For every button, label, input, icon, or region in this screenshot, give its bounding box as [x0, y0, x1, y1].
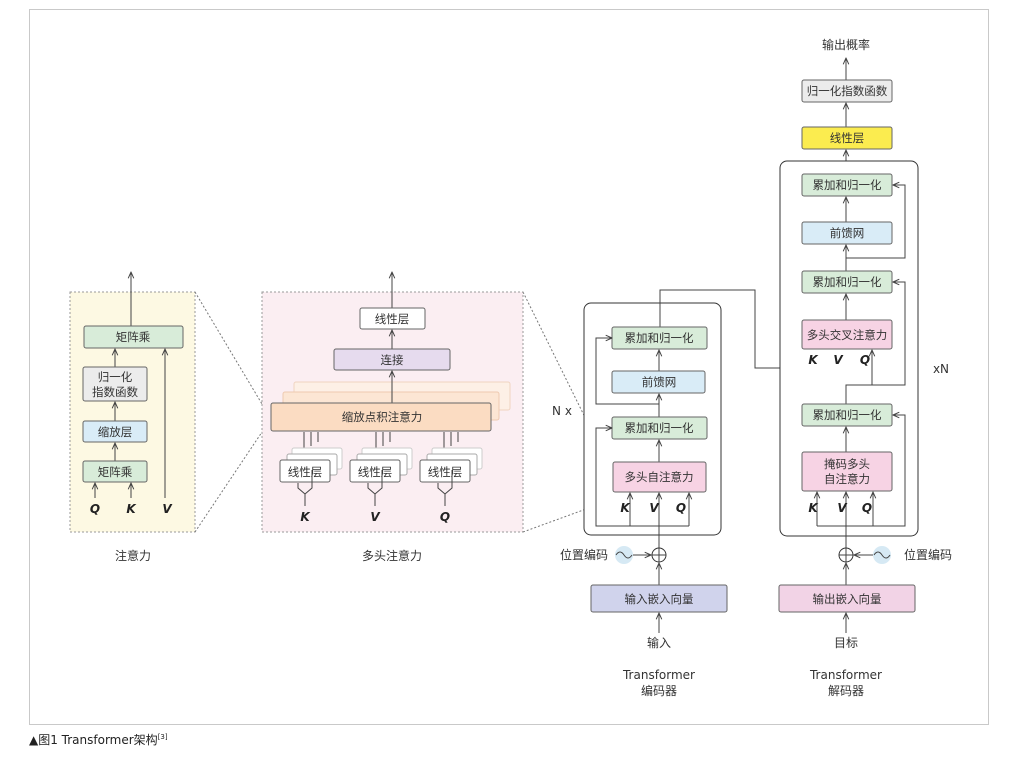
- encoder-ffn-box: [611, 370, 706, 394]
- attention-panel: 矩阵乘 归一化 指数函数 缩放层 矩阵乘 Q K V 注意力: [69, 272, 196, 563]
- decoder-linear-box: [801, 126, 893, 150]
- decoder-masked-label-2: 自注意力: [824, 472, 870, 486]
- attention-scale-label: 缩放层: [98, 425, 133, 439]
- encoder-input-embedding-box: [590, 584, 728, 613]
- attention-softmax-box: [82, 366, 148, 402]
- encoder-input-label: 输入: [647, 635, 671, 650]
- encoder-addnorm-bottom-label: 累加和归一化: [625, 421, 694, 435]
- multihead-scaled-dot-box: [270, 402, 492, 432]
- decoder-output-embedding-label: 输出嵌入向量: [813, 592, 882, 606]
- attention-scale-box: [82, 420, 148, 443]
- decoder-output-prob-label: 输出概率: [822, 37, 870, 52]
- decoder-ffn-box: [801, 221, 893, 245]
- multihead-linear-v-label: 线性层: [358, 465, 393, 479]
- encoder-nx-label: N x: [552, 404, 572, 418]
- attention-title: 注意力: [115, 548, 151, 563]
- decoder-output-embedding-box: [778, 584, 916, 613]
- multihead-panel: 线性层 连接 缩放点积注意力 线性层 线性层 线性层: [261, 272, 524, 563]
- attention-matmul-bottom-box: [82, 460, 148, 483]
- decoder-cross-attention-box: [801, 319, 893, 350]
- multihead-v-label: V: [370, 510, 381, 524]
- encoder-pos-encoding-label: 位置编码: [560, 547, 608, 562]
- decoder-addnorm-mid-box: [801, 270, 893, 294]
- decoder-v2-label: V: [837, 501, 848, 515]
- figure-caption-text: ▲图1 Transformer架构: [29, 733, 158, 747]
- multihead-linear-v-box: [349, 459, 401, 483]
- decoder-name-line2: 解码器: [828, 684, 864, 698]
- decoder-addnorm-bottom-box: [801, 403, 893, 427]
- decoder-linear-label: 线性层: [830, 131, 865, 145]
- attention-k-label: K: [126, 502, 137, 516]
- attention-softmax-label-1: 归一化: [98, 370, 133, 384]
- multihead-linear-k-box: [279, 459, 331, 483]
- decoder-target-label: 目标: [834, 636, 858, 650]
- attention-matmul-bottom-label: 矩阵乘: [98, 465, 133, 479]
- encoder-name-line1: Transformer: [622, 668, 695, 682]
- multihead-title: 多头注意力: [362, 548, 422, 563]
- decoder-softmax-box: [801, 79, 893, 103]
- encoder-ffn-label: 前馈网: [642, 375, 677, 389]
- multihead-linear-top-label: 线性层: [375, 312, 410, 326]
- multihead-scaled-dot-label: 缩放点积注意力: [342, 410, 423, 424]
- attention-softmax-label-2: 指数函数: [92, 385, 138, 399]
- decoder-xn-label: xN: [933, 362, 949, 376]
- decoder-addnorm-mid-label: 累加和归一化: [813, 275, 882, 289]
- decoder-cross-attention-label: 多头交叉注意力: [807, 328, 888, 342]
- multihead-q-label: Q: [440, 510, 450, 524]
- decoder-q-label: Q: [860, 353, 870, 367]
- multihead-linear-top-box: [359, 307, 426, 330]
- decoder-addnorm-top-label: 累加和归一化: [813, 178, 882, 192]
- encoder-q-label: Q: [676, 501, 686, 515]
- encoder-block: N x 累加和归一化 前馈网 累加和归一化 多头自注意力 K V Q 位置编: [552, 289, 843, 698]
- multihead-linear-q-box: [419, 459, 471, 483]
- encoder-addnorm-top-label: 累加和归一化: [625, 331, 694, 345]
- decoder-addnorm-top-box: [801, 173, 893, 197]
- multihead-concat-box: [333, 348, 451, 371]
- encoder-input-embedding-label: 输入嵌入向量: [625, 592, 694, 606]
- figure-caption-ref: [3]: [157, 733, 168, 741]
- encoder-name-line2: 编码器: [641, 683, 677, 698]
- encoder-k-label: K: [620, 501, 631, 515]
- encoder-self-attention-label: 多头自注意力: [625, 470, 694, 484]
- attention-matmul-top-box: [83, 325, 184, 349]
- decoder-softmax-label: 归一化指数函数: [807, 84, 888, 98]
- decoder-name-line1: Transformer: [809, 668, 882, 682]
- decoder-v-label: V: [833, 353, 844, 367]
- encoder-v-label: V: [649, 501, 660, 515]
- attention-v-label: V: [162, 502, 173, 516]
- encoder-self-attention-box: [612, 461, 707, 493]
- figure-frame: [29, 9, 989, 725]
- attention-matmul-top-label: 矩阵乘: [116, 330, 151, 344]
- attention-q-label: Q: [90, 502, 100, 516]
- multihead-linear-k-label: 线性层: [288, 465, 323, 479]
- decoder-k2-label: K: [808, 501, 819, 515]
- decoder-k-label: K: [808, 353, 819, 367]
- decoder-masked-attention-box: [801, 451, 893, 492]
- multihead-linear-q-label: 线性层: [428, 465, 463, 479]
- decoder-ffn-label: 前馈网: [830, 226, 865, 240]
- figure-caption: ▲图1 Transformer架构[3]: [29, 731, 168, 748]
- multihead-k-label: K: [300, 510, 311, 524]
- multihead-concat-label: 连接: [381, 353, 404, 367]
- decoder-pos-encoding-label: 位置编码: [904, 547, 952, 562]
- decoder-q2-label: Q: [862, 501, 872, 515]
- decoder-addnorm-bottom-label: 累加和归一化: [813, 408, 882, 422]
- decoder-block: 输出概率 归一化指数函数 线性层 xN 累加和归一化 前馈网 累加和归一化 多头…: [778, 37, 952, 698]
- decoder-masked-label-1: 掩码多头: [824, 457, 870, 471]
